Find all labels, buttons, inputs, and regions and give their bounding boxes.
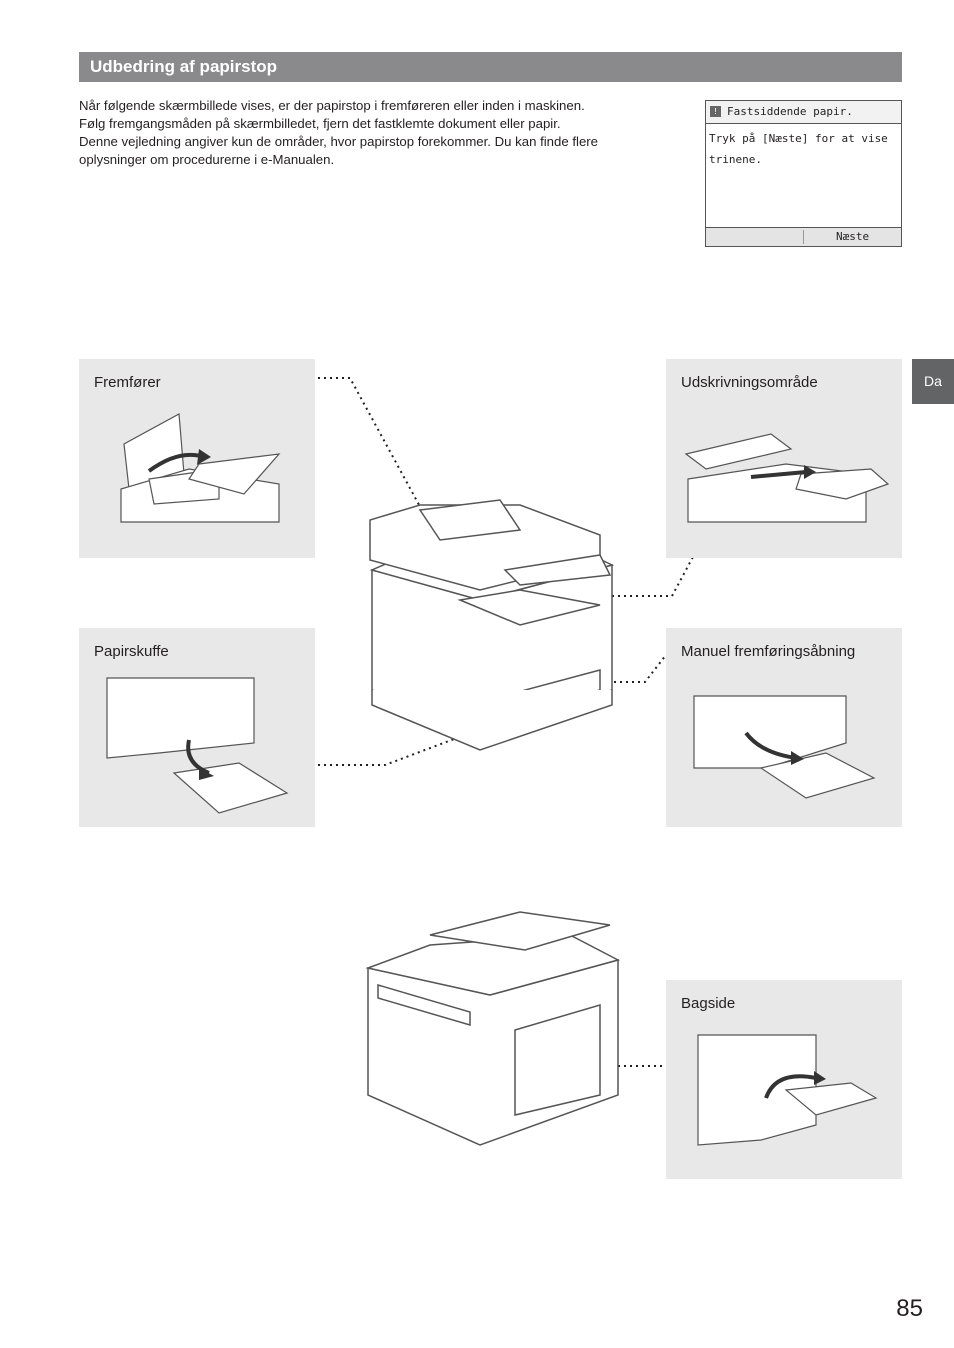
panel-label: Bagside (681, 995, 736, 1012)
lcd-title: Fastsiddende papir. (727, 105, 853, 118)
next-button[interactable]: Næste (836, 230, 870, 243)
intro-line: Følg fremgangsmåden på skærmbilledet, fj… (79, 116, 561, 131)
lcd-message-line: trinene. (709, 153, 762, 166)
manual-feed-illustration (693, 695, 876, 799)
intro-line: oplysninger om procedurerne i e-Manualen… (79, 152, 335, 167)
lcd-title-bar: ! Fastsiddende papir. (706, 101, 901, 124)
back-illustration (697, 1034, 878, 1146)
panel-feeder: Fremfører (79, 359, 315, 558)
intro-line: Denne vejledning angiver kun de områder,… (79, 134, 598, 149)
feeder-illustration (120, 413, 281, 523)
printer-front-icon (369, 499, 615, 751)
warning-icon: ! (710, 106, 721, 117)
section-title: Udbedring af papirstop (90, 57, 277, 76)
panel-label: Fremfører (94, 374, 161, 391)
lcd-message: Tryk på [Næste] for at vise trinene. (709, 128, 888, 170)
panel-paper-drawer: Papirskuffe (79, 628, 315, 827)
leader-line-feeder (318, 377, 431, 526)
panel-label: Papirskuffe (94, 643, 169, 660)
lcd-message-line: Tryk på [Næste] for at vise (709, 132, 888, 145)
intro-line: Når følgende skærmbillede vises, er der … (79, 98, 585, 113)
printer-back-icon (365, 911, 621, 1146)
intro-text: Når følgende skærmbillede vises, er der … (79, 97, 679, 169)
language-tab: Da (912, 359, 954, 404)
section-header: Udbedring af papirstop (79, 52, 902, 82)
panel-label: Udskrivningsområde (681, 374, 818, 391)
panel-label: Manuel fremføringsåbning (681, 643, 856, 660)
panel-output: Udskrivningsområde (666, 359, 902, 558)
panel-manual-feed: Manuel fremføringsåbning (666, 628, 902, 827)
lcd-footer: Næste (706, 227, 901, 246)
paper-drawer-illustration (106, 677, 289, 814)
leader-line-manual-feed (560, 654, 667, 683)
lcd-screen: ! Fastsiddende papir. Tryk på [Næste] fo… (705, 100, 902, 247)
panel-back: Bagside (666, 980, 902, 1179)
output-illustration (684, 433, 890, 523)
page-number: 85 (896, 1295, 923, 1322)
